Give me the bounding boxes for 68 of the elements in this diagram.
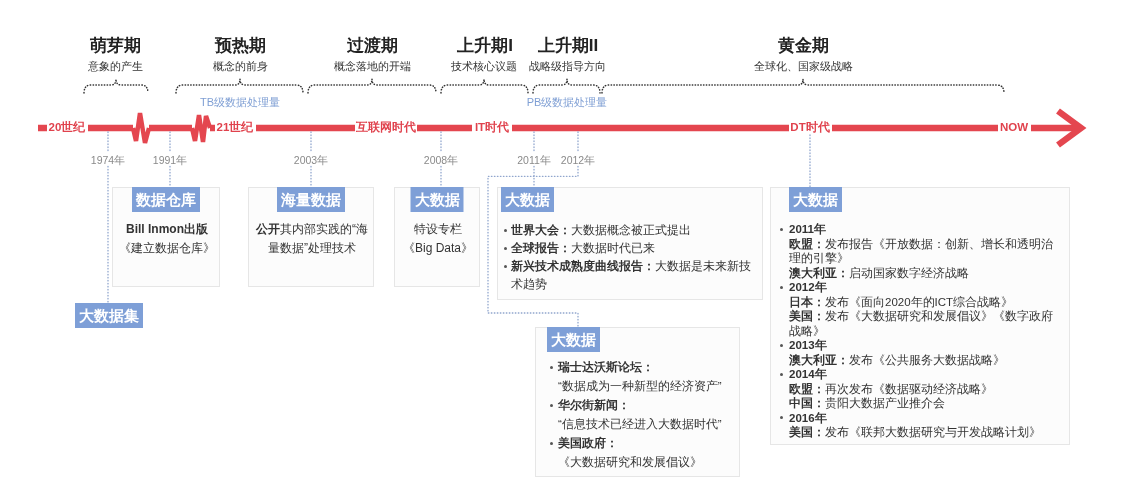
- phase-title: 上升期I: [457, 35, 513, 57]
- bullet-text: 华尔街新闻：“信息技术已经进入大数据时代”: [558, 397, 723, 432]
- event-card: [248, 187, 374, 287]
- phase-title: 过渡期: [346, 35, 398, 57]
- year-label: 2008年: [423, 153, 459, 167]
- phase-title: 萌芽期: [89, 35, 141, 57]
- era-label: DT时代: [790, 121, 830, 135]
- phase-subtitle: 概念的前身: [212, 59, 268, 73]
- phase-subtitle: 技术核心议题: [451, 59, 517, 73]
- title-tag: 数据仓库: [132, 187, 200, 212]
- title-tag: 大数据: [410, 187, 464, 212]
- connector-line: [310, 165, 312, 188]
- detail-text: 日本：发布《面向2020年的ICT综合战略》: [789, 294, 1015, 309]
- title-tag: 大数据集: [75, 303, 143, 328]
- title-tag: 大数据: [547, 327, 600, 352]
- connector-line: [440, 165, 442, 188]
- event-card: [497, 187, 763, 300]
- era-label: 20世纪: [48, 121, 86, 135]
- year-heading: 2012年: [789, 280, 828, 295]
- title-tag: 大数据: [501, 187, 554, 212]
- year-label: 2012年: [560, 153, 596, 167]
- phase-subtitle: 全球化、国家级战略: [753, 59, 853, 73]
- detail-text: 美国：发布《大数据研究和发展倡议》《数字政府战略》: [789, 309, 1054, 338]
- phase-subtitle: 战略级指导方向: [528, 59, 606, 73]
- event-text: Bill Inmon出版《建立数据仓库》: [118, 221, 216, 257]
- connector-line: [809, 134, 811, 188]
- era-label: 互联网时代: [356, 121, 416, 135]
- year-heading: 2013年: [789, 338, 828, 353]
- title-tag: 大数据: [789, 187, 842, 212]
- connector-line: [107, 165, 109, 304]
- connector-line: [169, 165, 171, 188]
- note-text: TB级数据处理量: [199, 96, 281, 110]
- bullet-text: 新兴技术成熟度曲线报告：大数据是未来新技术趋势: [511, 258, 752, 292]
- year-label: 1991年: [152, 153, 188, 167]
- event-card: [770, 187, 1070, 445]
- note-text: PB级数据处理量: [526, 96, 608, 110]
- year-heading: 2011年: [789, 222, 827, 237]
- year-label: 2003年: [293, 153, 329, 167]
- event-card: [535, 327, 740, 477]
- era-label: IT时代: [474, 121, 510, 135]
- bullet-text: 全球报告：大数据时代已来: [511, 240, 656, 256]
- year-label: 2011年: [517, 153, 551, 167]
- phase-title: 黄金期: [777, 35, 829, 57]
- bullet-text: 瑞士达沃斯论坛：“数据成为一种新型的经济资产”: [558, 360, 723, 394]
- detail-text: 欧盟：再次发布《数据驱动经济战略》: [789, 381, 994, 396]
- phase-title: 预热期: [214, 35, 266, 57]
- era-label: 21世纪: [216, 121, 254, 135]
- title-tag: 海量数据: [277, 187, 345, 212]
- era-label: NOW: [999, 121, 1029, 135]
- year-label: 1974年: [90, 153, 126, 167]
- event-text: 公开其内部实践的“海量数据”处理技术: [255, 221, 369, 257]
- detail-text: 美国：发布《联邦大数据研究与开发战略计划》: [789, 425, 1042, 440]
- connector-line: [533, 165, 535, 188]
- event-card: [394, 187, 480, 287]
- phase-subtitle: 概念落地的开端: [333, 59, 411, 73]
- event-text: 特设专栏《Big Data》: [402, 221, 474, 257]
- detail-text: 中国：贵阳大数据产业推介会: [789, 396, 946, 411]
- bullet-text: 美国政府：《大数据研究和发展倡议》: [558, 435, 703, 470]
- event-card: [112, 187, 220, 287]
- detail-text: 澳大利亚：启动国家数字经济战略: [789, 265, 970, 280]
- detail-text: 欧盟：发布报告《开放数据：创新、增长和透明治理的引擎》: [789, 236, 1054, 266]
- connector-line: [487, 165, 579, 328]
- year-heading: 2014年: [789, 367, 828, 382]
- bullet-text: 世界大会：大数据概念被正式提出: [511, 223, 692, 238]
- detail-text: 澳大利亚：发布《公共服务大数据战略》: [789, 352, 1006, 367]
- phase-title: 上升期II: [537, 35, 599, 57]
- year-heading: 2016年: [789, 410, 828, 425]
- phase-subtitle: 意象的产生: [87, 59, 143, 73]
